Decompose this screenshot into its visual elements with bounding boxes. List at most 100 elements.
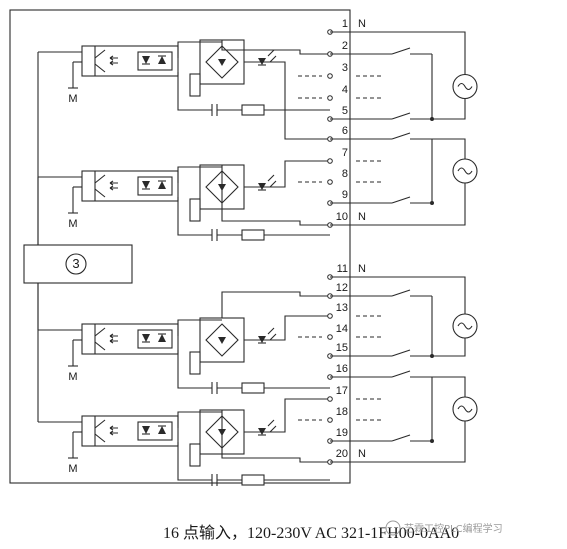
transistor-emitter xyxy=(94,63,106,73)
switch-contact xyxy=(391,434,411,442)
diode-pair-box xyxy=(137,51,173,71)
sine-wave-icon xyxy=(457,405,473,413)
caption: 16 点输入，120-230V AC 321-1FH00-0AA0 xyxy=(163,524,459,542)
block-number-circle xyxy=(65,253,87,275)
transistor-emitter xyxy=(94,433,106,443)
terminal-4 xyxy=(327,95,333,101)
neutral-wire xyxy=(330,421,466,463)
junction-dot xyxy=(430,439,434,443)
diode-pair-box xyxy=(137,329,173,349)
terminal-7 xyxy=(327,158,333,164)
junction-dot xyxy=(430,201,434,205)
ground-label: M xyxy=(68,371,77,383)
input-channel: M xyxy=(37,39,330,245)
transistor-emitter xyxy=(94,341,106,351)
sine-wave-icon xyxy=(457,167,473,175)
watermark-text: 艺霖工控PLC编程学习 xyxy=(404,522,503,535)
transistor-collector xyxy=(94,327,106,337)
terminal-number: 9 xyxy=(342,189,348,201)
terminal-18 xyxy=(327,417,333,423)
neutral-wire xyxy=(330,276,466,314)
light-arrow-icon xyxy=(267,49,277,63)
terminal-number: 2 xyxy=(342,40,348,52)
terminal-8 xyxy=(327,179,333,185)
neutral-label: N xyxy=(358,211,366,223)
light-arrow-icon xyxy=(109,430,118,436)
terminal-13 xyxy=(327,313,333,319)
neutral-label: N xyxy=(358,263,366,275)
module-outline xyxy=(9,9,351,484)
phase-wire xyxy=(432,338,466,357)
light-arrow-icon xyxy=(109,333,118,339)
input-channel: M xyxy=(37,160,330,245)
light-arrow-icon xyxy=(267,419,277,433)
ground-label: M xyxy=(68,218,77,230)
terminal-number: 8 xyxy=(342,168,348,180)
terminal-number: 4 xyxy=(342,84,348,96)
terminal-number: 17 xyxy=(336,385,348,397)
wire xyxy=(221,291,330,318)
resistor-icon xyxy=(241,382,265,394)
switch-contact xyxy=(391,132,411,140)
diode-icon xyxy=(158,426,166,434)
led-icon xyxy=(142,334,150,342)
wire xyxy=(177,442,212,481)
terminal-number: 16 xyxy=(336,363,348,375)
wire xyxy=(244,398,330,433)
sine-wave-icon xyxy=(457,322,473,330)
wechat-icon xyxy=(385,520,401,536)
wire xyxy=(221,410,330,463)
resistor-icon xyxy=(189,198,201,222)
wire xyxy=(221,165,330,226)
rectifier-diode xyxy=(218,59,226,66)
terminal-number: 19 xyxy=(336,427,348,439)
led-icon xyxy=(142,56,150,64)
block-number: 3 xyxy=(72,256,79,271)
terminal-number: 20 xyxy=(336,448,348,460)
diode-icon xyxy=(158,56,166,64)
switch-contact xyxy=(391,289,411,297)
led-icon xyxy=(142,181,150,189)
terminal-number: 1 xyxy=(342,18,348,30)
bridge-rectifier-icon xyxy=(205,323,239,357)
neutral-wire xyxy=(330,31,466,75)
wire xyxy=(177,166,222,183)
input-channels: M M M M xyxy=(37,39,330,486)
terminal-number: 13 xyxy=(336,302,348,314)
transistor-collector xyxy=(94,419,106,429)
wire xyxy=(177,411,222,428)
input-channel: M xyxy=(37,283,330,486)
ground-label: M xyxy=(68,93,77,105)
terminal-14 xyxy=(327,334,333,340)
terminal-number: 15 xyxy=(336,342,348,354)
transistor-emitter xyxy=(94,188,106,198)
wire xyxy=(244,61,330,140)
terminal-17 xyxy=(327,396,333,402)
resistor-icon xyxy=(189,351,201,375)
terminal-3 xyxy=(327,73,333,79)
external-wiring xyxy=(330,31,478,463)
switch-contact xyxy=(391,47,411,55)
phase-wire xyxy=(432,98,466,120)
phase-wire xyxy=(432,376,466,397)
backplane-interface-block xyxy=(23,244,133,284)
rectifier-diode xyxy=(218,337,226,344)
terminal-number: 5 xyxy=(342,105,348,117)
diode-pair-box xyxy=(137,176,173,196)
light-arrow-icon xyxy=(109,180,118,186)
switch-contact xyxy=(391,370,411,378)
wire xyxy=(177,197,212,236)
resistor-icon xyxy=(189,73,201,97)
switch-contact xyxy=(391,196,411,204)
light-arrow-icon xyxy=(109,338,118,344)
wire xyxy=(177,41,222,58)
wire xyxy=(244,315,330,341)
light-arrow-icon xyxy=(267,174,277,188)
ground-label: M xyxy=(68,463,77,475)
transistor-collector xyxy=(94,49,106,59)
diode-icon xyxy=(158,334,166,342)
terminal-number: 3 xyxy=(342,62,348,74)
